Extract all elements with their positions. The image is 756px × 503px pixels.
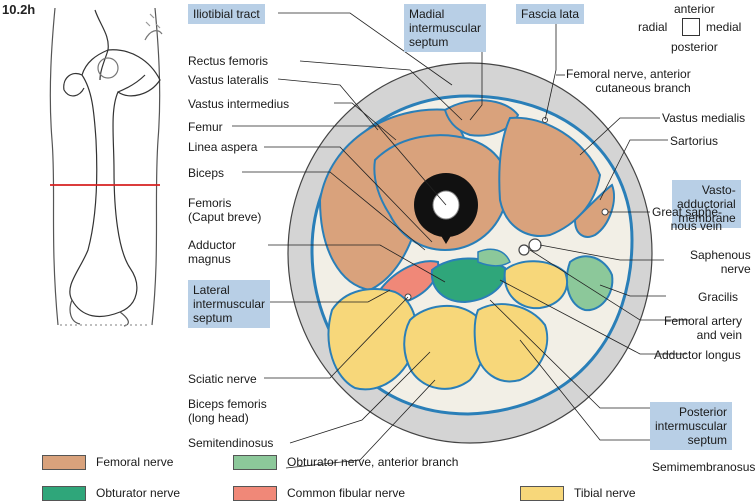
- vastus-medialis: [498, 116, 602, 237]
- semimembranosus: [473, 303, 549, 383]
- label-iliotibial-tract: Iliotibial tract: [188, 4, 265, 24]
- label-adductor-longus: Adductor longus: [654, 348, 741, 362]
- label-femoral-artery-vein: Femoral artery and vein: [664, 314, 743, 342]
- label-femoris-caput-breve: Femoris (Caput breve): [188, 196, 262, 224]
- label-biceps-femoris-long: Biceps femoris (long head): [188, 397, 267, 425]
- leader-lines: [232, 12, 700, 469]
- adductor-longus: [477, 248, 511, 267]
- label-femoral-nerve-cutaneous: Femoral nerve, anterior cutaneous branch: [566, 67, 691, 95]
- legend-swatch-tibial: [520, 485, 564, 501]
- legend-obturator-nerve: Obturator nerve: [42, 484, 180, 502]
- femoral-vein: [518, 244, 530, 256]
- legend-common-fibular: Common fibular nerve: [233, 484, 405, 502]
- label-semimembranosus: Semimembranosus: [652, 460, 756, 474]
- label-gracilis: Gracilis: [698, 290, 739, 304]
- label-posterior-intermuscular-septum: Posterior intermuscular septum: [650, 402, 733, 450]
- orient-anterior: anterior: [674, 2, 715, 16]
- legend-swatch-obturator: [42, 485, 86, 501]
- label-medial-intermuscular-septum: Madial intermuscular septum: [404, 4, 487, 52]
- figure-number: 10.2h: [2, 2, 36, 17]
- adductor-magnus-obturator: [430, 257, 507, 304]
- semitendinosus: [403, 304, 487, 390]
- orient-medial: medial: [706, 20, 742, 34]
- legend-swatch-common-fibular: [233, 485, 277, 501]
- legend-swatch-femoral: [42, 454, 86, 470]
- label-linea-aspera: Linea aspera: [188, 140, 258, 154]
- legend-swatch-obturator-anterior: [233, 454, 277, 470]
- label-vastus-lateralis: Vastus lateralis: [188, 73, 269, 87]
- label-lateral-intermuscular-septum: Lateral intermuscular septum: [188, 280, 271, 328]
- femur-sketch: [49, 7, 163, 327]
- orient-posterior: posterior: [671, 40, 718, 54]
- great-saphenous-vein-dot: [601, 208, 609, 216]
- label-vasto-adductorial-membrane: Vasto- adductorial membrane: [672, 180, 741, 228]
- label-saphenous-nerve: Saphenous nerve: [690, 248, 751, 276]
- adductor-magnus-tibial: [503, 260, 568, 310]
- label-semitendinosus: Semitendinosus: [188, 436, 274, 450]
- legend-tibial-nerve: Tibial nerve: [520, 484, 636, 502]
- legend-obturator-anterior: Obturator nerve, anterior branch: [233, 453, 458, 471]
- label-femur: Femur: [188, 120, 223, 134]
- label-vastus-medialis: Vastus medialis: [662, 111, 746, 125]
- linea-aspera-ridge: [440, 234, 452, 244]
- label-adductor-magnus: Adductor magnus: [188, 238, 237, 266]
- legend-femoral-nerve: Femoral nerve: [42, 453, 173, 471]
- label-rectus-femoris: Rectus femoris: [188, 54, 269, 68]
- gracilis: [565, 255, 614, 312]
- label-sciatic-nerve: Sciatic nerve: [188, 372, 257, 386]
- label-great-saphenous-vein: Great saphe- nous vein: [652, 205, 723, 233]
- orient-box: [682, 18, 700, 36]
- label-vastus-intermedius: Vastus intermedius: [188, 97, 290, 111]
- label-fascia-lata: Fascia lata: [516, 4, 585, 24]
- femoral-artery: [528, 238, 542, 252]
- orient-radial: radial: [638, 20, 668, 34]
- label-biceps: Biceps: [188, 166, 225, 180]
- label-sartorius: Sartorius: [670, 134, 719, 148]
